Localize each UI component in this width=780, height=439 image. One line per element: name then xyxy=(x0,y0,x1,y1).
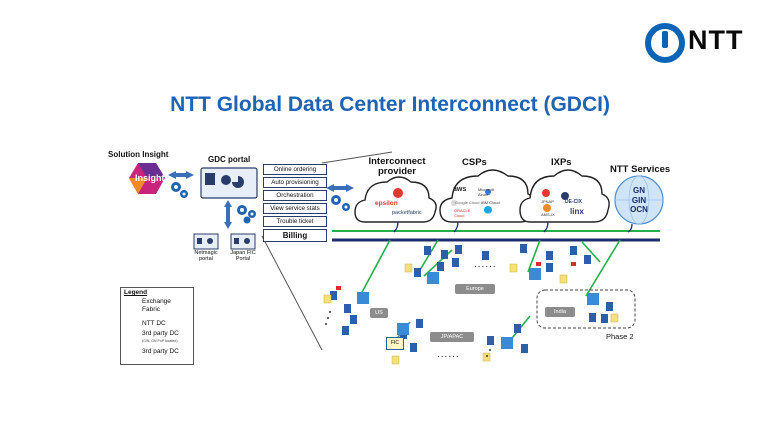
brand-oracle: ORACLE Cloud xyxy=(454,208,471,218)
brand-salesforce: salesforce xyxy=(481,212,497,216)
red-dc-markers xyxy=(336,262,576,290)
netmagic-portal-label: Netmagic portal xyxy=(194,250,218,262)
ntt-service-gn: GN xyxy=(633,186,645,195)
ntt-service-gin: GIN xyxy=(631,195,647,205)
vertical-ellipsis-dots xyxy=(325,311,491,357)
brand-google-cloud: Google Cloud xyxy=(455,200,480,205)
service-orchestration: Orchestration xyxy=(263,190,327,201)
phase2-label: Phase 2 xyxy=(606,332,634,341)
legend-box xyxy=(120,287,194,365)
netmagic-portal-icon xyxy=(193,233,219,250)
region-india: India xyxy=(545,307,575,317)
ellipsis-apac: ...... xyxy=(437,349,460,360)
legend-third-party-dc-1-label: 3rd party DC xyxy=(142,330,179,337)
ellipsis-europe: ...... xyxy=(474,259,497,270)
legend-title: Legend xyxy=(124,289,148,296)
phase2-boundary xyxy=(536,289,636,329)
service-view-stats: View service stats xyxy=(263,203,327,214)
service-billing: Billing xyxy=(263,229,327,242)
gdc-portal-window-icon xyxy=(200,167,258,199)
salesforce-mark-icon xyxy=(484,206,492,214)
brand-jpnap: JPNAP xyxy=(541,199,554,204)
interconnect-provider-heading: Interconnect provider xyxy=(368,156,426,177)
brand-epsilon: epsilon xyxy=(375,200,398,207)
arrow-to-network xyxy=(326,184,354,192)
cloud-interconnect-provider xyxy=(354,176,437,223)
ntt-service-ocn: OCN xyxy=(630,205,648,214)
region-europe: Europe xyxy=(455,284,495,294)
japan-fic-portal-icon xyxy=(230,233,256,250)
ntt-services-globe-icon xyxy=(614,175,664,225)
brand-aws: aws xyxy=(453,186,467,193)
service-trouble-ticket: Trouble ticket xyxy=(263,216,327,227)
legend-exchange-fabric-label: Exchange Fabric xyxy=(142,298,171,313)
zoom-line-top xyxy=(321,151,393,164)
legend-ntt-dc-label: NTT DC xyxy=(142,320,166,327)
brand-packetfabric: packetfabric xyxy=(392,210,422,216)
ntt-services-list: GN GIN OCN xyxy=(625,186,653,215)
service-auto-provisioning: Auto provisioning xyxy=(263,177,327,188)
csps-heading: CSPs xyxy=(462,157,487,168)
region-fic: FIC xyxy=(386,337,404,350)
jpnap-mark-icon xyxy=(542,189,550,197)
gdc-portal-label: GDC portal xyxy=(208,155,251,164)
zoom-line-bottom xyxy=(261,235,323,351)
arrow-portal-down xyxy=(224,200,232,229)
region-us: US xyxy=(370,308,388,318)
gear-icon-3 xyxy=(331,195,350,211)
ntt-logo-icon xyxy=(645,23,685,63)
ntt-logo-text: NTT xyxy=(688,25,744,55)
ixps-heading: IXPs xyxy=(551,157,572,168)
solution-insight-label: Solution Insight xyxy=(108,150,169,159)
amsix-mark-icon xyxy=(543,204,551,212)
gear-icon-1 xyxy=(171,182,188,198)
ntt-services-heading: NTT Services xyxy=(610,164,671,175)
page-title: NTT Global Data Center Interconnect (GDC… xyxy=(170,93,610,116)
cloud-connectors xyxy=(393,221,633,233)
third-party-dc-icons xyxy=(323,263,619,365)
exchange-fabric-icons xyxy=(357,268,599,349)
azure-mark-icon xyxy=(485,189,491,195)
csp-mark-icon xyxy=(451,200,457,206)
legend-third-party-dc-2-label: 3rd party DC xyxy=(142,348,179,355)
brand-amsix: AMS-IX xyxy=(541,212,555,217)
brand-ibm-cloud: IBM Cloud xyxy=(481,200,500,205)
arrow-insight-portal xyxy=(168,171,194,179)
brand-azure: Microsoft Azure xyxy=(478,187,495,197)
epsilon-mark-icon xyxy=(393,188,403,198)
legend-third-party-dc-1-note: (GIN, GN PoP located) xyxy=(142,339,178,343)
gear-icon-2 xyxy=(237,205,256,224)
brand-linx: linx xyxy=(570,207,584,216)
insight-hexagon-icon xyxy=(129,163,165,194)
portal-services-list: Online ordering Auto provisioning Orches… xyxy=(263,164,327,242)
region-jp-apac: JP/APAC xyxy=(430,332,474,342)
brand-decix: DE-CIX xyxy=(565,199,582,205)
service-online-ordering: Online ordering xyxy=(263,164,327,175)
insight-app-label: Insight xyxy=(135,173,165,183)
decix-mark-icon xyxy=(561,192,569,200)
japan-fic-portal-label: Japan FIC Portal xyxy=(230,250,256,262)
